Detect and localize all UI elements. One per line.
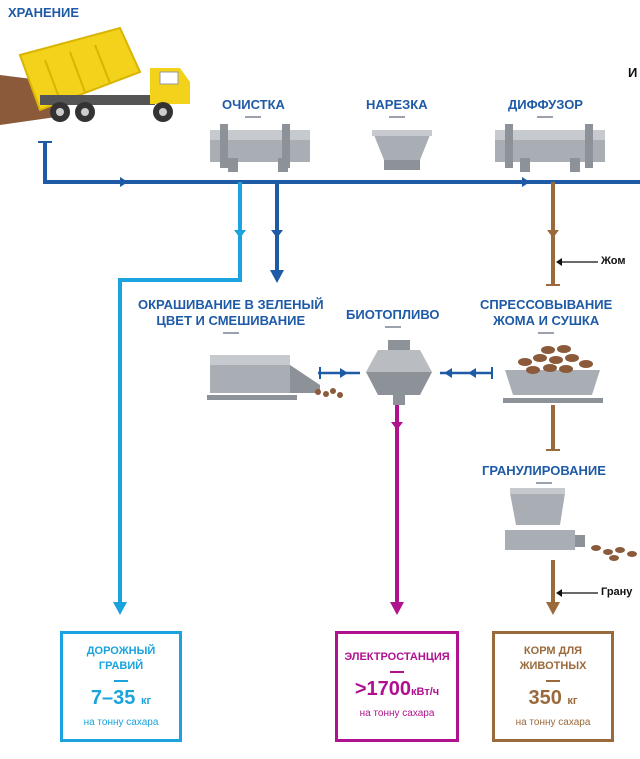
slicing-label: НАРЕЗКА	[366, 97, 428, 118]
diffuser-machine-icon	[495, 124, 605, 172]
biofuel-digester-icon	[366, 340, 432, 405]
coloring-label: ОКРАШИВАНИЕ В ЗЕЛЕНЫЙ ЦВЕТ И СМЕШИВАНИЕ	[138, 297, 324, 334]
side-label-top-right: И	[628, 65, 638, 80]
diffuser-label: ДИФФУЗОР	[508, 97, 583, 118]
storage-label: ХРАНЕНИЕ	[8, 5, 80, 20]
dump-truck-icon	[0, 26, 190, 125]
granulator-icon	[505, 488, 637, 561]
cleaning-label: ОЧИСТКА	[222, 97, 285, 118]
pressing-label: СПРЕССОВЫВАНИЕ ЖОМА И СУШКА	[480, 297, 612, 334]
mixing-machine-icon	[207, 355, 343, 400]
side-label-pulp: Жом	[601, 255, 626, 267]
pulp-dryer-icon	[503, 345, 603, 403]
main-flow-line	[43, 142, 640, 184]
slicing-hopper-icon	[372, 130, 432, 170]
granulation-label: ГРАНУЛИРОВАНИЕ	[482, 463, 606, 484]
output-power-station: ЭЛЕКТРОСТАНЦИЯ >1700кВт/ч на тонну сахар…	[335, 631, 459, 742]
biofuel-label: БИОТОПЛИВО	[346, 307, 440, 328]
side-label-granules: Грану	[601, 586, 633, 598]
cleaning-machine-icon	[210, 124, 310, 172]
